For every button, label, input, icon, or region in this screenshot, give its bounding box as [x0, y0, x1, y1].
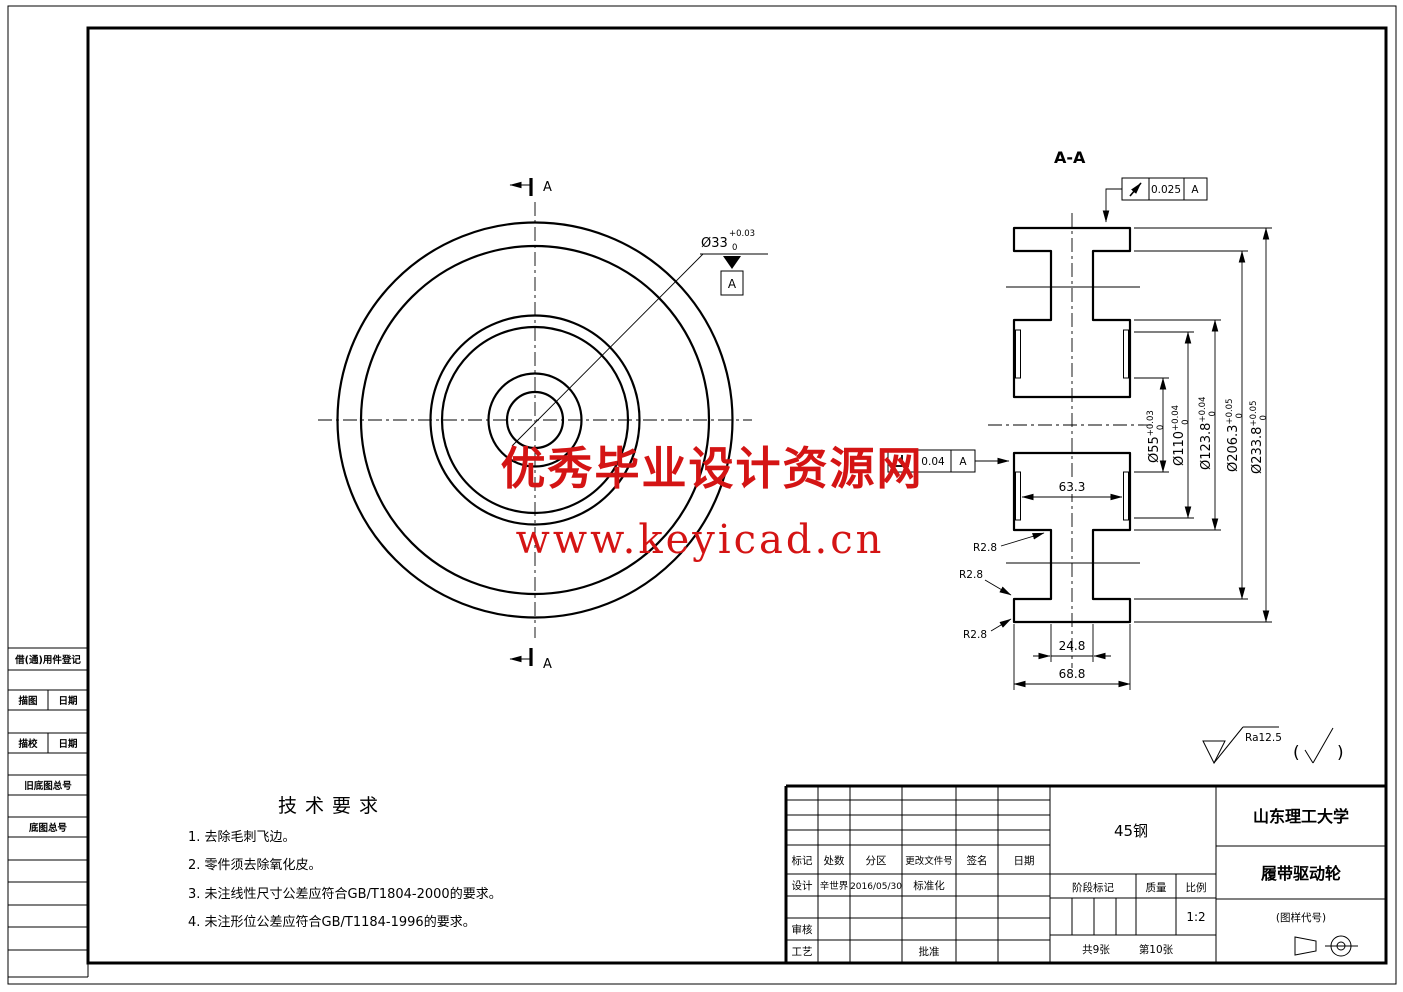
bore-dia-text: Ø33	[701, 236, 728, 251]
cut-plane-bottom: A	[509, 648, 552, 672]
watermark-line2: www.keyicad.cn	[516, 517, 885, 563]
section-title: A-A	[1054, 148, 1086, 167]
tb-sheet-no: 第10张	[1139, 943, 1174, 956]
section-view: A-A 0.025 A	[887, 148, 1272, 690]
tb-sign-header: 签名	[967, 854, 988, 867]
relief-groove	[1015, 329, 1021, 379]
tb-standard-label: 标准化	[913, 879, 945, 892]
dim-d55: Ø55+0.030	[1146, 410, 1166, 463]
fillet-label-3: R2.8	[963, 629, 987, 641]
tb-count-header: 处数	[824, 854, 845, 867]
tb-check-label: 审核	[792, 923, 813, 936]
strip-check-date-label: 日期	[58, 738, 77, 750]
dim-web-width: 24.8	[1059, 639, 1086, 653]
roughness-value: Ra12.5	[1245, 732, 1282, 744]
fillet-label-2: R2.8	[959, 569, 983, 581]
tb-designer-name: 辛世界	[820, 880, 849, 892]
runout-datum: A	[1191, 184, 1199, 196]
surface-roughness: Ra12.5 ( )	[1202, 726, 1344, 765]
tb-scale-label: 比例	[1186, 881, 1207, 894]
tb-date-header: 日期	[1014, 855, 1035, 867]
watermark-line1: 优秀毕业设计资源网	[500, 442, 923, 495]
runout-value: 0.025	[1151, 184, 1181, 196]
dim-hub-width: 63.3	[1059, 480, 1086, 494]
fillet-callouts: R2.8 R2.8 R2.8	[959, 532, 1045, 641]
perpendicularity-tolerance-frame: 0.04 A	[887, 449, 1010, 473]
datum-triangle	[723, 256, 741, 269]
runout-tolerance-frame: 0.025 A	[1102, 177, 1208, 223]
tb-zone-header: 分区	[866, 855, 887, 867]
border-frame	[7, 5, 1397, 985]
fillet-label-1: R2.8	[973, 542, 997, 554]
roughness-symbol	[1202, 726, 1279, 765]
relief-groove	[1123, 471, 1129, 521]
projection-symbol	[1294, 935, 1358, 957]
strip-check-label: 描校	[18, 738, 38, 750]
tb-design-label: 设计	[792, 879, 813, 892]
tb-mark-header: 标记	[792, 855, 813, 867]
roughness-paren-close: )	[1337, 743, 1344, 763]
tech-item-2: 2. 零件须去除氧化皮。	[188, 858, 322, 873]
tb-sheet-total: 共9张	[1082, 944, 1110, 956]
tech-item-1: 1. 去除毛刺飞边。	[188, 830, 296, 845]
relief-groove	[1123, 329, 1129, 379]
tb-process-label: 工艺	[792, 946, 813, 958]
title-block: 标记 处数 分区 更改文件号 签名 日期 设计 辛世界 2016/05/30 标…	[784, 784, 1386, 963]
tb-material: 45钢	[1114, 822, 1148, 840]
bore-tol-dn: 0	[732, 243, 737, 253]
tb-doc-header: 更改文件号	[905, 855, 953, 867]
perp-datum: A	[959, 456, 967, 468]
dim-overall-width: 68.8	[1059, 667, 1086, 681]
tech-item-4: 4. 未注形位公差应符合GB/T1184-1996的要求。	[188, 914, 476, 930]
strip-trace-label: 描图	[18, 695, 37, 707]
tech-item-3: 3. 未注线性尺寸公差应符合GB/T1804-2000的要求。	[188, 886, 502, 902]
tb-scale-value: 1:2	[1186, 910, 1205, 924]
perp-value: 0.04	[921, 456, 945, 468]
dim-d123: Ø123.8+0.040	[1198, 396, 1218, 470]
roughness-paren-open: (	[1293, 743, 1300, 763]
strip-borrow-label: 借(通)用件登记	[14, 654, 81, 666]
strip-trace-date-label: 日期	[58, 695, 77, 707]
left-registration-strip: 借(通)用件登记 描图 日期 描校 日期 旧底图总号 底图总号	[8, 647, 89, 978]
dim-d206: Ø206.3+0.050	[1225, 398, 1245, 472]
datum-letter: A	[728, 277, 737, 291]
cut-plane-top: A	[509, 178, 552, 196]
tech-requirements: 技术要求 1. 去除毛刺飞边。 2. 零件须去除氧化皮。 3. 未注线性尺寸公差…	[188, 795, 502, 930]
strip-old-no-label: 旧底图总号	[24, 780, 72, 792]
check-symbol	[1304, 727, 1334, 764]
strip-base-no-label: 底图总号	[28, 822, 68, 834]
tb-weight-label: 质量	[1146, 882, 1168, 894]
diameter-dimensions: Ø55+0.030 Ø110+0.040 Ø123.8+0.040 Ø206.3…	[1134, 227, 1272, 623]
front-view: A A Ø33 +0.03 0 A	[318, 178, 768, 672]
tb-approve-label: 批准	[919, 945, 940, 958]
runout-icon	[1129, 182, 1142, 197]
bore-tol-up: +0.03	[729, 229, 755, 239]
dim-d233: Ø233.8+0.050	[1249, 400, 1269, 474]
cut-label-bottom: A	[543, 657, 552, 672]
watermark: 优秀毕业设计资源网 www.keyicad.cn	[500, 442, 923, 563]
tb-drawing-code: (图样代号)	[1276, 911, 1326, 924]
dim-d110: Ø110+0.040	[1171, 405, 1191, 466]
section-upper-half	[1012, 226, 1132, 399]
relief-groove	[1015, 471, 1021, 521]
cut-label-top: A	[543, 180, 552, 195]
perpendicular-icon	[895, 455, 909, 467]
width-dimensions: 63.3 24.8 68.8	[1013, 480, 1131, 690]
section-lower-half	[1012, 451, 1132, 624]
tech-title: 技术要求	[278, 795, 386, 817]
tb-part-name: 履带驱动轮	[1261, 864, 1341, 883]
bore-dimension: Ø33 +0.03 0 A	[511, 229, 768, 447]
tb-stage-label: 阶段标记	[1072, 881, 1114, 894]
tb-school: 山东理工大学	[1253, 807, 1349, 826]
tb-design-date: 2016/05/30	[850, 882, 902, 892]
